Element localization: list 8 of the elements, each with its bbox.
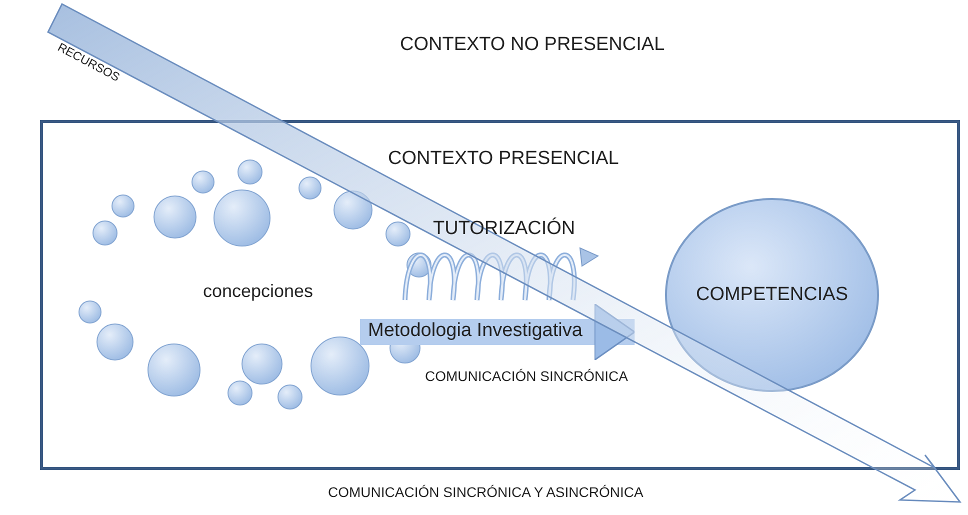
frame-heading: CONTEXTO PRESENCIAL	[388, 148, 619, 170]
edge-label: Metodologia Investigativa	[368, 320, 582, 342]
communication-label: COMUNICACIÓN SINCRÓNICA Y ASINCRÓNICA	[328, 484, 644, 500]
communication-label: COMUNICACIÓN SINCRÓNICA	[425, 368, 628, 384]
context-label: CONTEXTO NO PRESENCIAL	[400, 34, 665, 56]
competence-ellipse: COMPETENCIAS	[664, 197, 880, 393]
concept-label: concepciones	[153, 281, 363, 341]
context-frame	[40, 120, 960, 470]
